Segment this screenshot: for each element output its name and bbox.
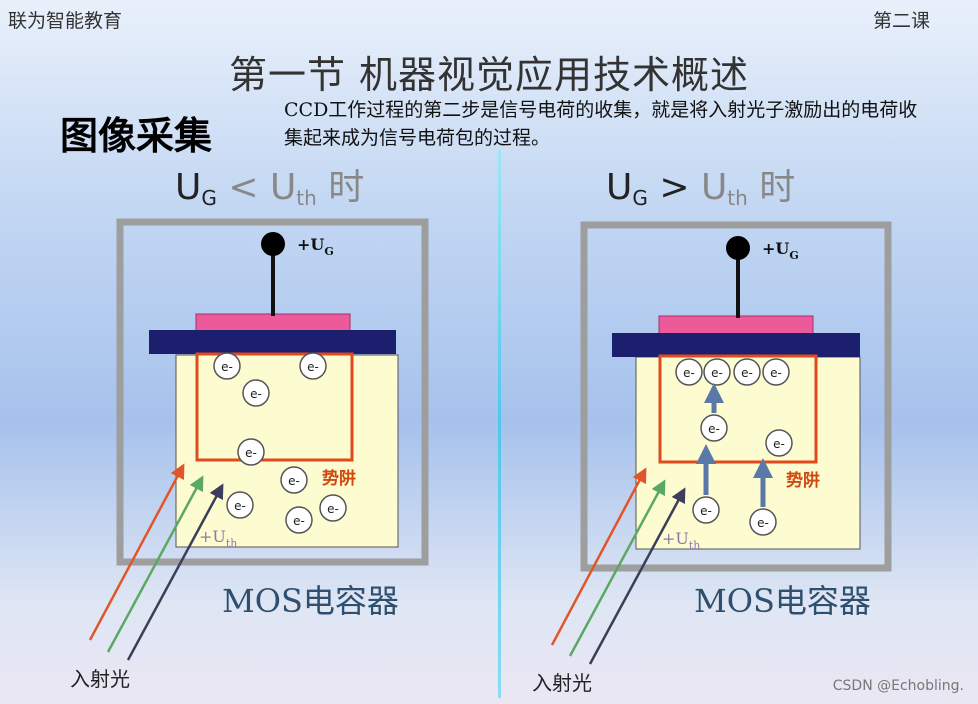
electron: e- (226, 491, 254, 519)
electron: e- (675, 358, 703, 386)
svg-text:e-: e- (245, 446, 257, 460)
electron: e- (733, 358, 761, 386)
svg-text:e-: e- (700, 504, 712, 518)
electron: e- (242, 379, 270, 407)
substrate (635, 356, 861, 550)
threshold-voltage-label: +Uth (662, 529, 700, 552)
light-ray-green (568, 479, 666, 657)
uth-symbol: Uth (700, 167, 748, 210)
electron: e- (749, 508, 777, 536)
right-panel: +UG 势阱 +Uth e- e- e- e- e- e- e- e- 入射光 … (532, 221, 892, 695)
svg-text:e-: e- (221, 360, 233, 374)
brand-name: 联为智能教育 (8, 10, 123, 32)
svg-text:e-: e- (683, 366, 695, 380)
lesson-label: 第二课 (872, 10, 930, 32)
electron: e- (703, 358, 731, 386)
svg-text:e-: e- (327, 502, 339, 516)
section-label: 图像采集 (60, 114, 213, 158)
electron: e- (765, 429, 793, 457)
device-frame (116, 218, 429, 566)
potential-well (195, 352, 354, 462)
electron: e- (285, 506, 313, 534)
light-ray-green (106, 475, 204, 653)
electron: e- (319, 494, 347, 522)
uth-symbol: Uth (269, 167, 317, 210)
ug-symbol: UG (175, 167, 217, 210)
condition-right: UG > Uth 时 (606, 158, 795, 210)
condition-left: UG < Uth 时 (175, 158, 364, 210)
gate-terminal (261, 232, 285, 256)
svg-text:e-: e- (773, 437, 785, 451)
potential-well (658, 354, 818, 464)
electron: e- (299, 352, 327, 380)
svg-text:e-: e- (293, 514, 305, 528)
gate-metal (658, 315, 814, 335)
electron: e- (692, 496, 720, 524)
slide-title: 第一节 机器视觉应用技术概述 (228, 53, 750, 97)
left-panel: +UG 势阱 +Uth e- e- e- e- e- e- e- e- 入射光 … (70, 218, 429, 691)
svg-text:e-: e- (250, 387, 262, 401)
device-label: MOS电容器 (694, 582, 871, 620)
comparison-operator: < (228, 167, 259, 208)
svg-text:e-: e- (741, 366, 753, 380)
svg-text:e-: e- (307, 360, 319, 374)
svg-text:e-: e- (288, 474, 300, 488)
light-ray-red (550, 467, 647, 646)
description-text: CCD工作过程的第二步是信号电荷的收集，就是将入射光子激励出的电荷收集起来成为信… (284, 99, 918, 149)
electron: e- (700, 414, 728, 442)
watermark: CSDN @Echobling. (832, 678, 964, 694)
gate-metal (195, 313, 351, 333)
electron: e- (762, 358, 790, 386)
gate-terminal (726, 236, 750, 260)
svg-text:e-: e- (770, 366, 782, 380)
ug-symbol: UG (606, 167, 648, 210)
light-ray-red (88, 463, 185, 641)
electron: e- (237, 438, 265, 466)
svg-text:e-: e- (234, 499, 246, 513)
svg-text:e-: e- (757, 516, 769, 530)
light-ray-dark (588, 487, 686, 665)
condition-time: 时 (328, 167, 365, 208)
incident-light-label: 入射光 (532, 671, 592, 695)
condition-time: 时 (759, 167, 796, 208)
svg-text:e-: e- (711, 366, 723, 380)
threshold-voltage-label: +Uth (199, 527, 237, 550)
potential-well-label: 势阱 (322, 468, 356, 489)
electron: e- (213, 352, 241, 380)
svg-text:e-: e- (708, 422, 720, 436)
device-label: MOS电容器 (222, 582, 399, 620)
gate-voltage-label: +UG (297, 235, 334, 258)
device-frame (580, 221, 892, 572)
oxide-layer (612, 333, 860, 357)
light-ray-dark (126, 483, 224, 661)
comparison-operator: > (659, 167, 690, 208)
potential-well-label: 势阱 (786, 470, 820, 491)
electron: e- (280, 466, 308, 494)
incident-light-label: 入射光 (70, 667, 130, 691)
panel-divider (498, 150, 501, 698)
oxide-layer (149, 330, 396, 354)
gate-voltage-label: +UG (762, 239, 799, 262)
